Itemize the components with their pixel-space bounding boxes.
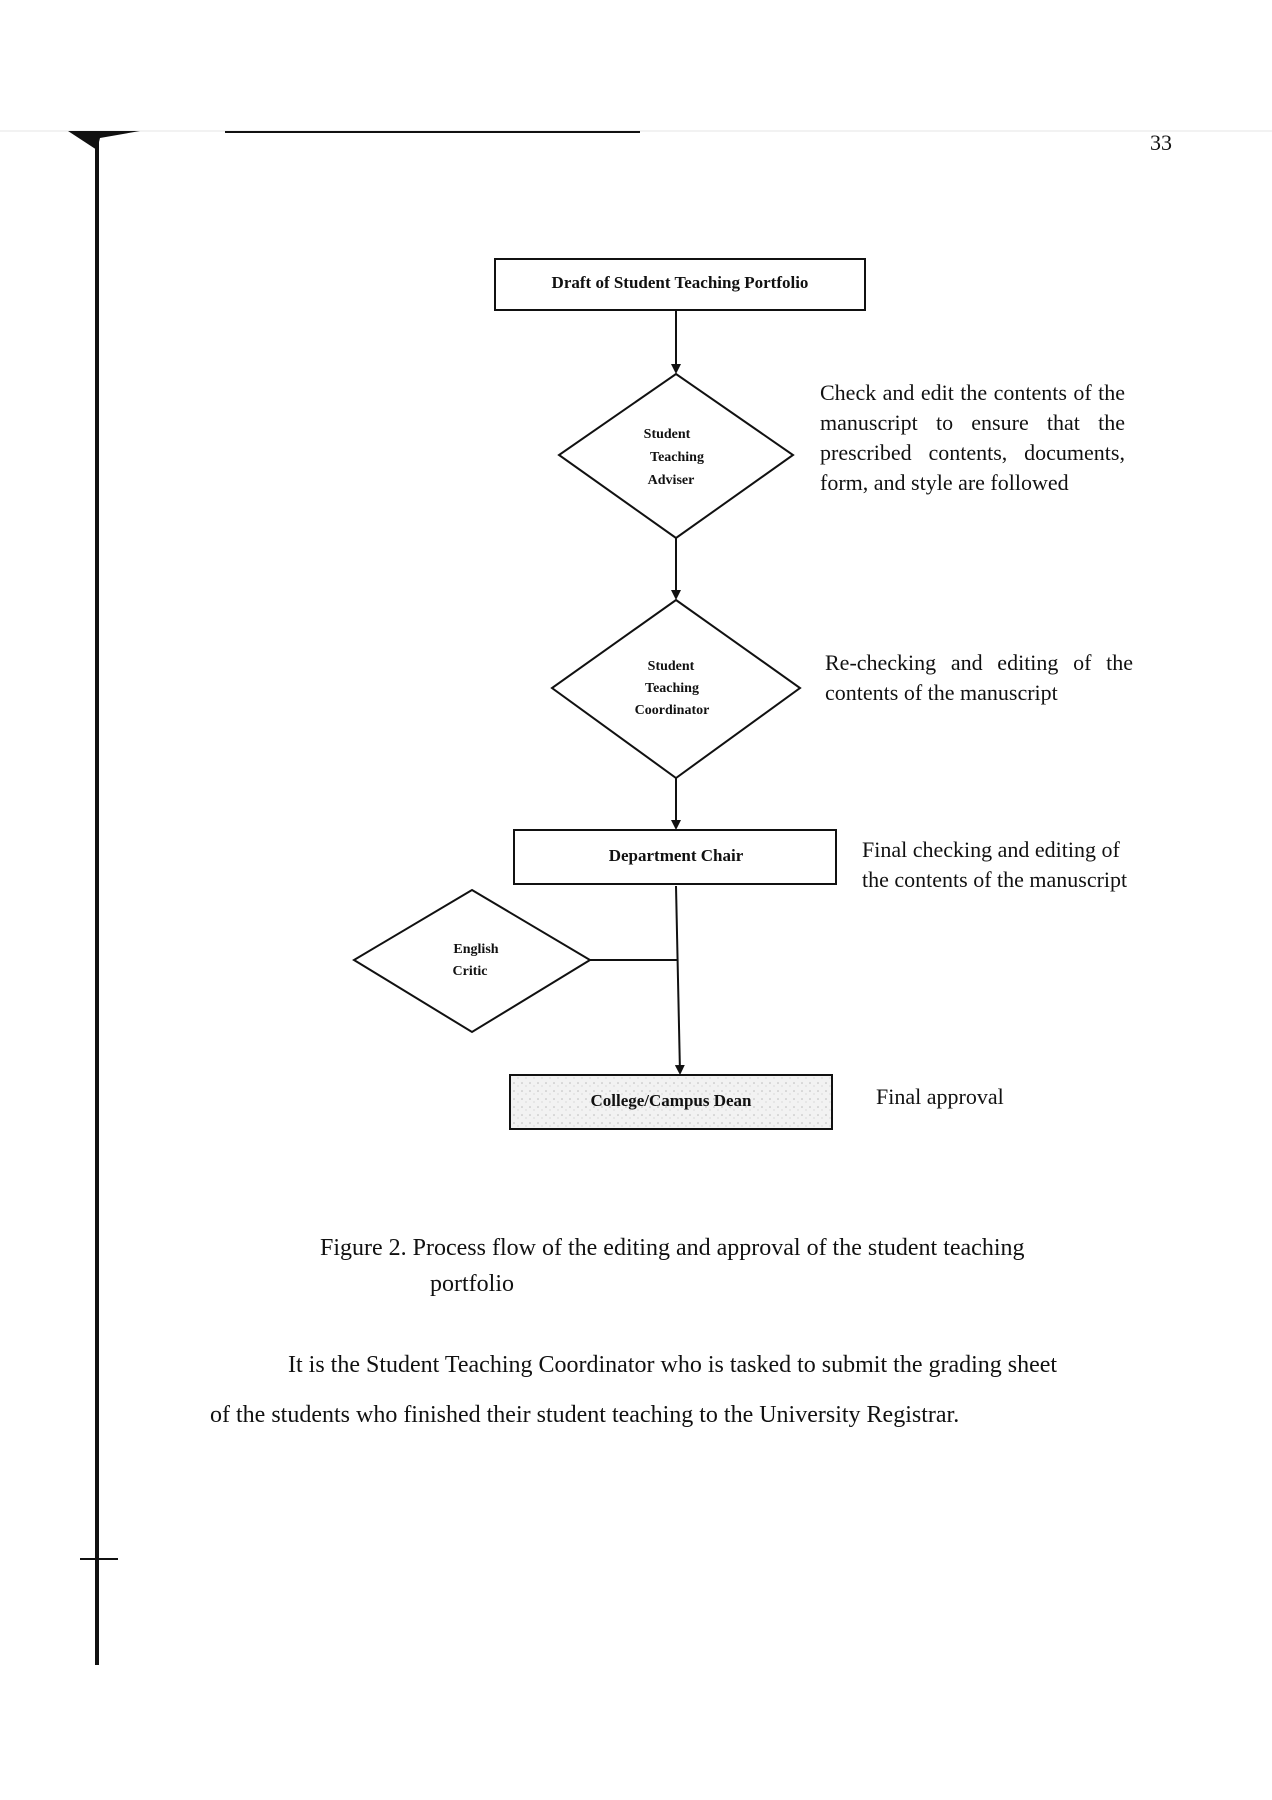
node-label: Department Chair	[609, 846, 744, 865]
body-line1: It is the Student Teaching Coordinator w…	[288, 1352, 1058, 1378]
figure-caption: Figure 2. Process flow of the editing an…	[320, 1230, 1120, 1302]
caption-line2: portfolio	[430, 1271, 514, 1297]
node-label: English	[453, 942, 498, 957]
arrow-chair-to-dean	[674, 885, 685, 1075]
note-chair-line2: the contents of the manuscript	[862, 867, 1128, 892]
node-student-teaching-adviser: Student Teaching Adviser	[557, 372, 795, 540]
note-dean: Final approval	[876, 1084, 1004, 1109]
body-line2: of the students who finished their stude…	[210, 1402, 960, 1428]
node-label: College/Campus Dean	[590, 1091, 752, 1110]
note-chair: Final checking and editing of the conten…	[862, 835, 1134, 895]
node-english-critic: English Critic	[352, 888, 592, 1034]
node-draft-portfolio: Draft of Student Teaching Portfolio	[494, 258, 866, 311]
caption-line1: Figure 2. Process flow of the editing an…	[320, 1235, 1025, 1261]
node-label: Teaching	[650, 450, 704, 465]
node-label: Coordinator	[635, 703, 710, 718]
page-number: 33	[1150, 130, 1172, 155]
note-chair-line1: Final checking and editing of	[862, 837, 1120, 862]
node-label: Draft of Student Teaching Portfolio	[552, 273, 809, 292]
binding-mark-top	[68, 131, 140, 150]
note-coordinator: Re-checking and editing of the contents …	[825, 650, 1133, 705]
node-label: Adviser	[648, 473, 695, 488]
node-department-chair: Department Chair	[513, 829, 837, 885]
node-label: Critic	[453, 964, 488, 979]
node-label: Student	[648, 659, 695, 674]
node-label: Student	[644, 427, 691, 442]
node-college-campus-dean: College/Campus Dean	[509, 1074, 833, 1130]
note-adviser: Check and edit the contents of the manus…	[820, 380, 1125, 495]
body-paragraph: It is the Student Teaching Coordinator w…	[210, 1340, 1100, 1440]
node-label: Teaching	[645, 681, 699, 696]
node-student-teaching-coordinator: Student Teaching Coordinator	[550, 598, 802, 780]
